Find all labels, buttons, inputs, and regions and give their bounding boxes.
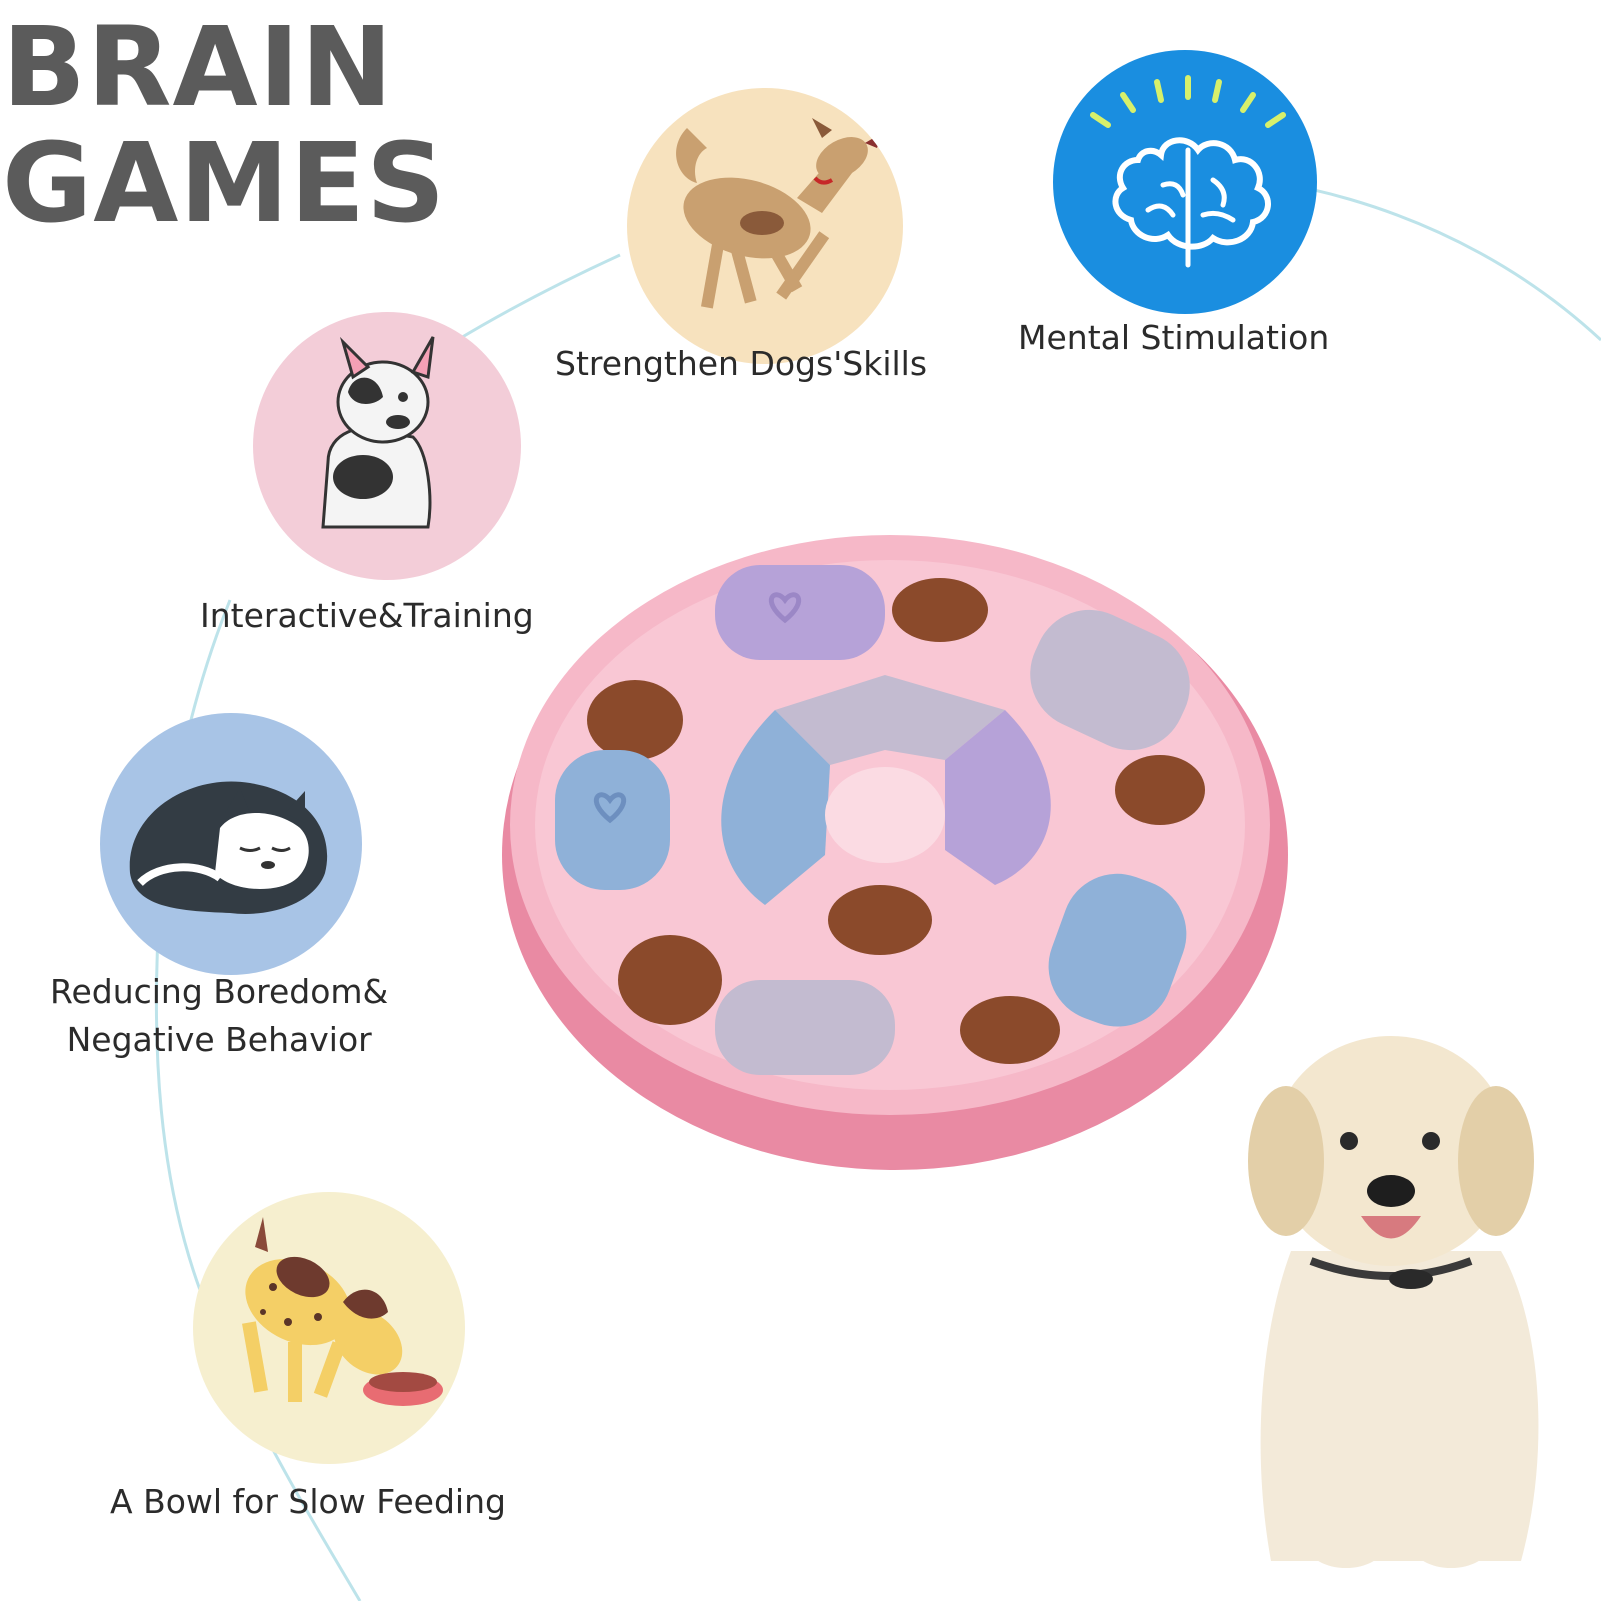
caption-boredom: Reducing Boredom& Negative Behavior bbox=[50, 972, 389, 1059]
brain-icon bbox=[1090, 75, 1286, 268]
inner-segment-left bbox=[721, 710, 830, 905]
golden-retriever-puppy-image bbox=[1248, 1036, 1539, 1568]
caption-interactive: Interactive&Training bbox=[200, 596, 534, 635]
inner-segment-top bbox=[775, 675, 1005, 765]
slider-top-purple bbox=[715, 565, 885, 660]
slider-bottom-grey bbox=[715, 980, 895, 1075]
caption-mental: Mental Stimulation bbox=[1018, 318, 1330, 357]
slider-right-blue bbox=[1048, 873, 1187, 1027]
puzzle-feeder-image bbox=[502, 535, 1288, 1170]
feature-circle-slow-feeding bbox=[193, 1192, 465, 1464]
playful-dog-icon bbox=[676, 118, 882, 309]
sitting-french-bulldog-icon bbox=[321, 336, 435, 529]
title-line-1: BRAIN bbox=[2, 3, 394, 131]
inner-segment-right bbox=[945, 710, 1051, 885]
slider-right-grey bbox=[1030, 609, 1190, 751]
feature-circle-strengthen bbox=[627, 88, 903, 364]
feature-circle-interactive bbox=[253, 312, 521, 580]
feature-circle-mental bbox=[1053, 50, 1317, 314]
center-hub bbox=[825, 767, 945, 863]
feature-circle-boredom bbox=[100, 713, 362, 975]
sleeping-husky-icon bbox=[129, 781, 328, 914]
caption-strengthen: Strengthen Dogs'Skills bbox=[555, 344, 928, 383]
dog-eating-from-bowl-icon bbox=[242, 1217, 443, 1406]
title-line-2: GAMES bbox=[2, 119, 447, 247]
kibble-pockets bbox=[587, 578, 1205, 1064]
caption-slow-feeding: A Bowl for Slow Feeding bbox=[110, 1482, 506, 1521]
